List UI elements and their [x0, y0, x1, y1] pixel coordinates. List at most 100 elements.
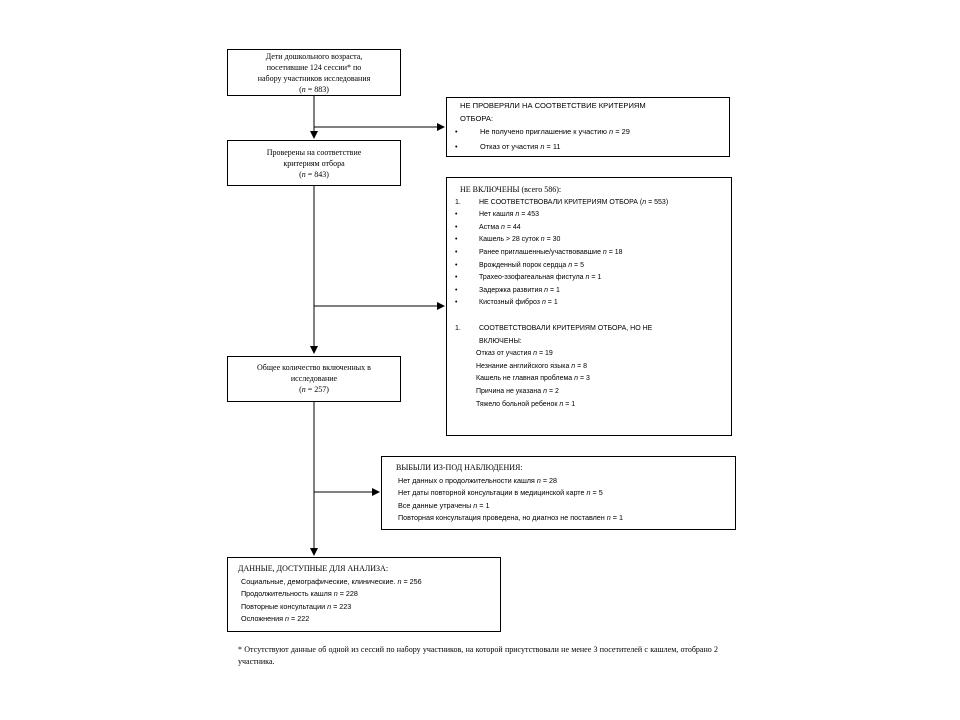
- item-text: Повторные консультации: [241, 601, 328, 611]
- item-value: = 1: [589, 274, 602, 282]
- item-text: Астма: [479, 223, 502, 231]
- group-number: 1.: [455, 198, 461, 206]
- n-label: n: [301, 170, 306, 179]
- item-text: Ранее приглашенные/участвовавшие: [479, 248, 603, 256]
- box-analysis-data: ДАННЫЕ, ДОСТУПНЫЕ ДЛЯ АНАЛИЗА: Социальны…: [227, 557, 501, 632]
- list-item: Социальные, демографические, клинические…: [228, 576, 500, 589]
- group-title-text: НЕ СООТВЕТСТВОВАЛИ КРИТЕРИЯМ ОТБОРА (: [479, 198, 643, 206]
- item-text: Причина не указана: [476, 387, 544, 395]
- bullet: •: [455, 127, 458, 137]
- box-title: ДАННЫЕ, ДОСТУПНЫЕ ДЛЯ АНАЛИЗА:: [238, 564, 389, 573]
- item-value: = 1: [610, 513, 623, 523]
- box-count: (n = 883): [228, 84, 400, 95]
- box-title: НЕ ВКЛЮЧЕНЫ (всего 586):: [460, 185, 562, 194]
- bullet: •: [455, 286, 458, 294]
- n-label: n: [285, 614, 290, 624]
- item-value: = 8: [575, 362, 588, 370]
- list-item: Тяжело больной ребенок n = 1: [447, 399, 731, 412]
- item-value: = 44: [504, 223, 521, 231]
- item-value: = 223: [331, 601, 352, 611]
- list-item: •Трахео-эзофагеальная фистула n = 1: [447, 272, 731, 285]
- bullet: •: [455, 223, 458, 231]
- list-item: Повторные консультации n = 223: [228, 601, 500, 614]
- box-count: (n = 843): [228, 169, 400, 180]
- list-item: •Не получено приглашение к участию n = 2…: [447, 126, 729, 139]
- item-value: = 18: [606, 248, 623, 256]
- list-item: •Отказ от участия n = 11: [447, 141, 729, 154]
- item-text: Тяжело больной ребенок: [476, 400, 560, 408]
- box-count: (n = 257): [228, 384, 400, 395]
- item-text: Социальные, демографические, клинические…: [241, 576, 398, 586]
- n-label: n: [473, 500, 478, 510]
- n-label: n: [544, 286, 549, 294]
- box-line: набору участников исследования: [257, 74, 371, 83]
- item-value: = 228: [337, 589, 358, 599]
- list-item: •Врожденный порок сердца n = 5: [447, 260, 731, 273]
- item-text: Все данные утрачены: [398, 500, 474, 510]
- item-text: Продолжительность кашля: [241, 589, 334, 599]
- list-item: •Ранее приглашенные/участвовавшие n = 18: [447, 247, 731, 260]
- box-not-checked: НЕ ПРОВЕРЯЛИ НА СООТВЕТСТВИЕ КРИТЕРИЯМ О…: [446, 97, 730, 157]
- paren: (: [299, 385, 302, 394]
- paren: (: [299, 170, 302, 179]
- group-title-text: СООТВЕТСТВОВАЛИ КРИТЕРИЯМ ОТБОРА, НО НЕ: [479, 324, 653, 332]
- bullet: •: [455, 211, 458, 219]
- item-value: = 1: [477, 500, 490, 510]
- paren: (: [299, 85, 302, 94]
- n-label: n: [585, 274, 590, 282]
- list-item: • Кистозный фиброз n = 1: [447, 297, 731, 310]
- list-item: Кашель не главная проблема n = 3: [447, 373, 731, 386]
- item-text: Трахео-эзофагеальная фистула: [479, 274, 586, 282]
- list-item: • Нет кашля n = 453: [447, 209, 731, 222]
- box-line: Дети дошкольного возраста,: [265, 52, 363, 61]
- list-item: Нет данных о продолжительности кашля n =…: [382, 475, 735, 488]
- n-label: n: [533, 350, 538, 358]
- group-number: 1.: [455, 324, 461, 332]
- item-value: = 256: [401, 576, 422, 586]
- list-item: Причина не указана n = 2: [447, 386, 731, 399]
- group-value: = 553): [646, 198, 669, 206]
- item-text: Отказ от участия: [480, 141, 541, 151]
- n-label: n: [327, 601, 332, 611]
- n-label: n: [571, 362, 576, 370]
- item-value: = 5: [572, 261, 584, 269]
- item-text: Врожденный порок сердца: [479, 261, 569, 269]
- box-title: ОТБОРА:: [460, 113, 494, 123]
- box-enrolled-children: Дети дошкольного возраста, посетившие 12…: [227, 49, 401, 96]
- item-text: Осложнения: [241, 614, 286, 624]
- item-text: Отказ от участия: [476, 350, 534, 358]
- bullet: •: [455, 236, 458, 244]
- n-label: n: [301, 85, 306, 94]
- item-text: Не получено приглашение к участию: [480, 127, 610, 137]
- box-not-included: НЕ ВКЛЮЧЕНЫ (всего 586): 1. НЕ СООТВЕТСТВ…: [446, 177, 732, 436]
- n-label: n: [541, 299, 546, 307]
- item-value: = 453: [519, 211, 539, 219]
- list-item: Продолжительность кашля n = 228: [228, 588, 500, 601]
- n-label: n: [333, 589, 338, 599]
- bullet: •: [455, 141, 458, 151]
- item-text: Нет кашля: [479, 211, 516, 219]
- box-included: Общее количество включенных в исследован…: [227, 356, 401, 402]
- n-label: n: [540, 236, 545, 244]
- box-line: посетившие 124 сессии* по: [266, 63, 362, 72]
- n-label: n: [559, 400, 564, 408]
- group-title-text: ВКЛЮЧЕНЫ:: [479, 337, 522, 345]
- item-value: = 1: [545, 299, 558, 307]
- item-text: Кистозный фиброз: [479, 299, 542, 307]
- item-value: = 2: [547, 387, 559, 395]
- item-value: = 222: [289, 614, 310, 624]
- n-label: n: [301, 385, 306, 394]
- box-checked: Проверены на соответствие критериям отбо…: [227, 140, 401, 186]
- n-label: n: [515, 211, 520, 219]
- box-lost-to-follow-up: ВЫБЫЛИ ИЗ-ПОД НАБЛЮДЕНИЯ: Нет данных о п…: [381, 456, 736, 530]
- box-line: Проверены на соответствие: [266, 148, 362, 157]
- n-label: n: [586, 488, 591, 498]
- item-text: Повторная консультация проведена, но диа…: [398, 513, 607, 523]
- n-label: n: [642, 198, 647, 206]
- n-value: = 843): [305, 170, 329, 179]
- n-label: n: [397, 576, 402, 586]
- item-value: = 1: [563, 400, 576, 408]
- bullet: •: [455, 299, 458, 307]
- item-value: = 3: [578, 375, 590, 383]
- n-value: = 883): [305, 85, 329, 94]
